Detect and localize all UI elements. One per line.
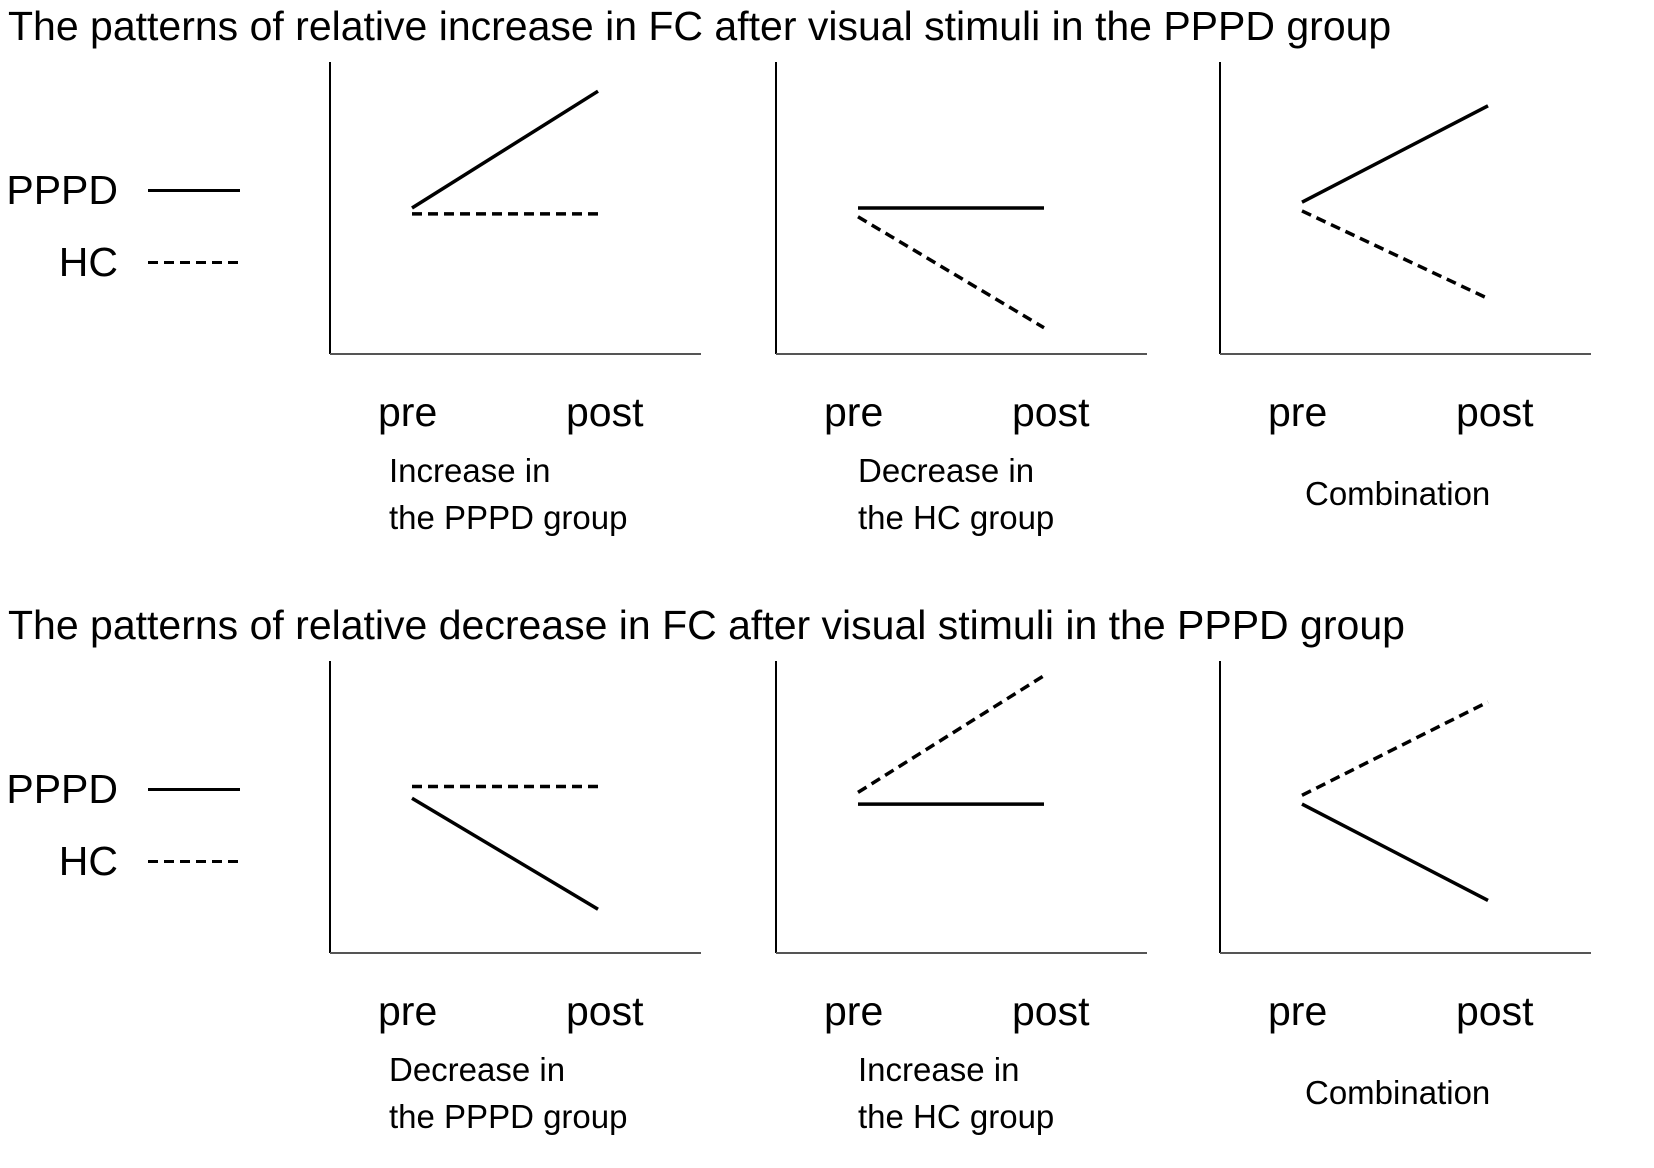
panel: pre post Increase in the HC group xyxy=(772,661,1152,1161)
panel-plot xyxy=(329,661,701,954)
panel-plot xyxy=(1219,62,1591,355)
legend: PPPD HC xyxy=(0,165,250,295)
caption-line: Decrease in xyxy=(389,1051,566,1088)
tick-label-pre: pre xyxy=(378,389,438,435)
legend-item-pppd: PPPD xyxy=(0,764,250,814)
tick-label-post: post xyxy=(566,988,644,1034)
series-line-pppd xyxy=(1301,104,1489,204)
section-title: The patterns of relative increase in FC … xyxy=(8,3,1392,49)
panel-caption: Decrease in the HC group xyxy=(858,447,1054,541)
panel-plot xyxy=(775,661,1147,954)
caption-line: the PPPD group xyxy=(389,499,628,536)
legend-swatch-dashed xyxy=(148,261,240,264)
panel-plot xyxy=(775,62,1147,355)
tick-label-post: post xyxy=(1456,988,1534,1034)
panel-caption: Combination xyxy=(1305,1069,1490,1116)
legend-item-pppd: PPPD xyxy=(0,165,250,215)
tick-label-post: post xyxy=(566,389,644,435)
caption-line: the HC group xyxy=(858,499,1055,536)
section-increase: The patterns of relative increase in FC … xyxy=(0,0,1654,569)
legend-label: HC xyxy=(58,838,118,884)
tick-label-post: post xyxy=(1012,988,1090,1034)
caption-line: Combination xyxy=(1305,475,1491,512)
section-decrease: The patterns of relative decrease in FC … xyxy=(0,599,1654,1168)
panel-caption: Increase in the PPPD group xyxy=(389,447,627,541)
series-line-pppd xyxy=(411,89,599,210)
legend: PPPD HC xyxy=(0,764,250,894)
tick-label-pre: pre xyxy=(1268,988,1328,1034)
panel: pre post Increase in the PPPD group xyxy=(326,62,706,562)
series-line-hc xyxy=(1301,209,1489,301)
panel: pre post Decrease in the HC group xyxy=(772,62,1152,562)
panel-caption: Decrease in the PPPD group xyxy=(389,1046,627,1140)
panel-plot xyxy=(329,62,701,355)
series-line-pppd xyxy=(1301,802,1489,902)
caption-line: the PPPD group xyxy=(389,1098,628,1135)
legend-swatch-dashed xyxy=(148,860,240,863)
panel-plot xyxy=(1219,661,1591,954)
caption-line: Increase in xyxy=(389,452,551,489)
legend-item-hc: HC xyxy=(0,237,250,287)
tick-label-pre: pre xyxy=(824,988,884,1034)
tick-label-pre: pre xyxy=(824,389,884,435)
caption-line: Decrease in xyxy=(858,452,1035,489)
tick-label-post: post xyxy=(1012,389,1090,435)
legend-label: PPPD xyxy=(6,167,118,213)
legend-label: HC xyxy=(58,239,118,285)
legend-item-hc: HC xyxy=(0,836,250,886)
series-line-hc xyxy=(857,215,1045,330)
panel-caption: Combination xyxy=(1305,470,1490,517)
legend-swatch-solid xyxy=(148,189,240,192)
panel: pre post Combination xyxy=(1216,62,1596,562)
panel-caption: Increase in the HC group xyxy=(858,1046,1054,1140)
panel: pre post Combination xyxy=(1216,661,1596,1161)
caption-line: Increase in xyxy=(858,1051,1020,1088)
legend-label: PPPD xyxy=(6,766,118,812)
panel: pre post Decrease in the PPPD group xyxy=(326,661,706,1161)
caption-line: Combination xyxy=(1305,1074,1491,1111)
caption-line: the HC group xyxy=(858,1098,1055,1135)
series-line-hc xyxy=(1301,700,1489,797)
series-line-hc xyxy=(857,674,1045,794)
series-line-pppd xyxy=(411,796,599,911)
tick-label-pre: pre xyxy=(378,988,438,1034)
tick-label-pre: pre xyxy=(1268,389,1328,435)
section-title: The patterns of relative decrease in FC … xyxy=(8,602,1405,648)
legend-swatch-solid xyxy=(148,788,240,791)
tick-label-post: post xyxy=(1456,389,1534,435)
